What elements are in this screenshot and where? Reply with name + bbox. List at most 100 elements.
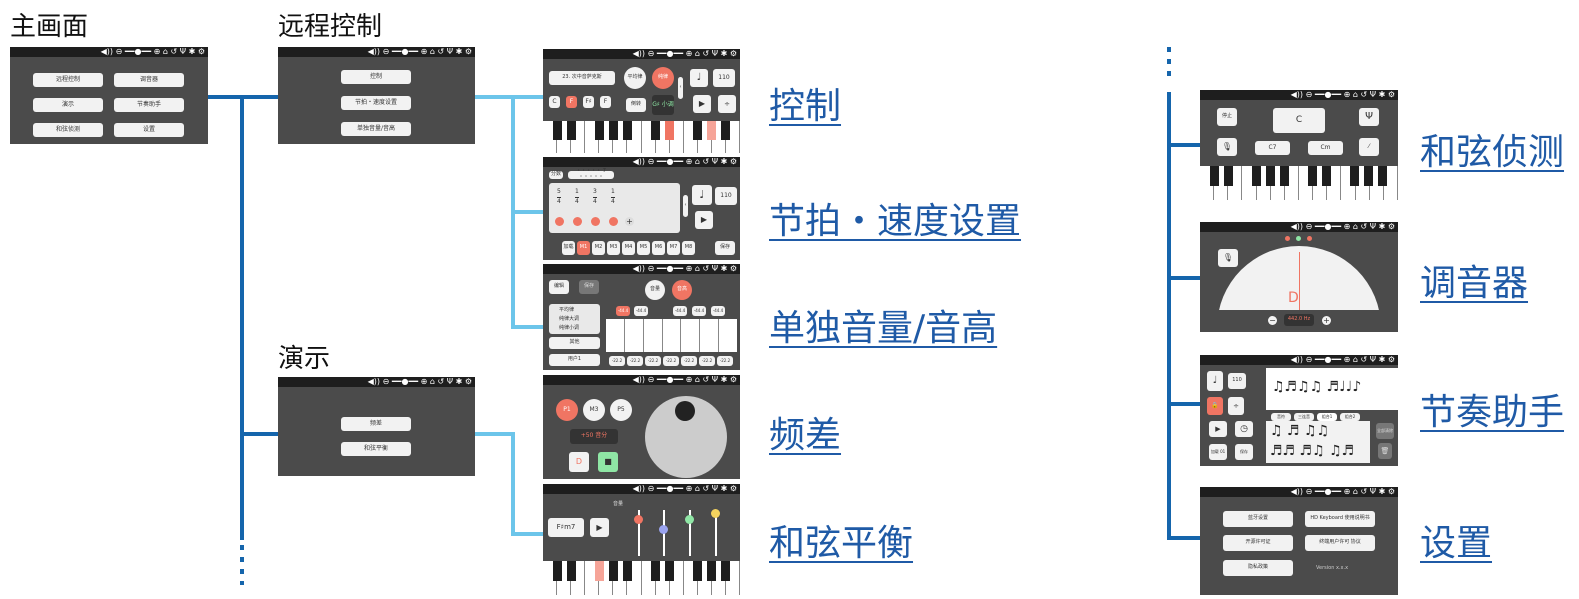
memory-button[interactable]: M8 (682, 241, 695, 255)
chord-candidate[interactable]: C7 (1255, 141, 1290, 155)
play-icon[interactable]: ▶ (590, 518, 609, 537)
stop-icon[interactable]: ■ (598, 452, 618, 472)
plus-icon[interactable]: + (1322, 315, 1331, 325)
cent-badge[interactable]: -22.2 (645, 356, 661, 366)
time-signature-icon[interactable]: ÷ (1228, 397, 1244, 415)
cent-badge[interactable]: -22.2 (681, 356, 697, 366)
chord-candidate[interactable]: Cm (1308, 141, 1343, 155)
fraction-tab[interactable]: 分数 (549, 171, 563, 179)
beat-dot[interactable] (609, 217, 618, 226)
cent-badge[interactable]: -44.4 (692, 306, 706, 316)
cent-badge[interactable]: -44.4 (634, 306, 648, 316)
memory-button[interactable]: M3 (607, 241, 620, 255)
privacy-policy-button[interactable]: 隐私政策 (1223, 560, 1293, 576)
pitch-dial[interactable] (645, 396, 727, 478)
keyboard[interactable] (1200, 166, 1398, 200)
interval-button[interactable]: P5 (610, 399, 632, 421)
settings-button[interactable]: 设置 (114, 123, 184, 137)
key-button[interactable]: F (566, 96, 577, 108)
memory-button[interactable]: M6 (652, 241, 665, 255)
fader-knob[interactable] (659, 525, 668, 534)
volume-mode-button[interactable]: 音量 (645, 280, 665, 300)
license-button[interactable]: 开源许可证 (1223, 535, 1293, 551)
lock-icon[interactable]: 🔒 (1207, 397, 1223, 415)
tab-combo-1[interactable]: 组合1 (1317, 413, 1337, 421)
tab-combo-2[interactable]: 组合2 (1340, 413, 1360, 421)
beat-tempo-link[interactable]: 节拍・速度设置 (769, 201, 1022, 242)
option-item[interactable]: 纯律大调 (559, 316, 580, 322)
cent-badge[interactable]: -44.4 (673, 306, 687, 316)
chord-balance-button[interactable]: 和弦平衡 (341, 442, 411, 456)
control-link[interactable]: 控制 (769, 86, 842, 127)
minus-icon[interactable]: − (1268, 315, 1277, 325)
chord-balance-link[interactable]: 和弦平衡 (769, 523, 914, 564)
beat-frequency-link[interactable]: 频差 (769, 415, 842, 456)
fader-knob[interactable] (685, 515, 694, 524)
collapse-arrow-icon[interactable]: ‹ (678, 77, 683, 99)
volume-pitch-link[interactable]: 单独音量/音高 (769, 308, 998, 349)
cent-badge[interactable]: -22.2 (717, 356, 733, 366)
tempo-display[interactable]: 110 (1228, 373, 1246, 389)
add-icon[interactable]: + (625, 216, 634, 226)
save-button[interactable]: 保存 (715, 241, 735, 255)
settings-link[interactable]: 设置 (1420, 523, 1493, 564)
tuner-link[interactable]: 调音器 (1420, 263, 1529, 304)
beat-tab[interactable]: ・・・・・ 7 ・・・・・ (568, 168, 614, 180)
time-signature-icon[interactable]: ÷ (718, 95, 736, 113)
mini-keyboard[interactable] (606, 319, 737, 352)
option-item[interactable]: 平均律 (559, 307, 575, 313)
memory-button[interactable]: M1 (577, 241, 590, 255)
clear-all-button[interactable]: 全部清除 (1376, 423, 1394, 439)
remote-control-button[interactable]: 远程控制 (33, 73, 103, 87)
bluetooth-settings-button[interactable]: 蓝牙设置 (1223, 511, 1293, 527)
cent-badge[interactable]: -22.2 (699, 356, 715, 366)
beat-tempo-button[interactable]: 节拍・速度设置 (341, 96, 411, 110)
chord-detect-button[interactable]: 和弦侦测 (33, 123, 103, 137)
memory-button[interactable]: M4 (622, 241, 635, 255)
cent-badge[interactable]: -44.4 (616, 306, 630, 316)
save-button[interactable]: 保存 (579, 280, 599, 294)
quarter-note-icon[interactable]: ♩ (690, 69, 708, 87)
pitch-mode-button[interactable]: 音高 (672, 280, 692, 300)
volume-pitch-button[interactable]: 单独音量/音高 (341, 122, 411, 136)
fader-knob[interactable] (711, 509, 720, 518)
control-button[interactable]: 控制 (341, 70, 411, 84)
rhythm-assistant-button[interactable]: 节奏助手 (114, 98, 184, 112)
play-icon[interactable]: ▶ (693, 95, 711, 113)
beat-frequency-button[interactable]: 频差 (341, 417, 411, 431)
demo-button[interactable]: 演示 (33, 98, 103, 112)
tab-notes[interactable]: 音符 (1271, 413, 1291, 421)
chord-select[interactable]: F♯m7 (548, 518, 584, 537)
option-item[interactable]: 纯律小调 (559, 325, 580, 331)
other-select[interactable]: 其他 (549, 337, 600, 349)
temperament-options[interactable]: 平均律 纯律大调 纯律小调 (549, 304, 600, 334)
manual-button[interactable]: HD Keyboard 使用说明书 (1305, 511, 1375, 527)
interval-button[interactable]: P1 (556, 399, 578, 421)
collapse-arrow-icon[interactable]: ‹ (683, 195, 688, 217)
key-button[interactable]: C (549, 96, 560, 108)
memory-button[interactable]: M2 (592, 241, 605, 255)
tempo-display[interactable]: 110 (715, 187, 737, 205)
quarter-note-icon[interactable]: ♩ (1207, 371, 1223, 391)
eula-button[interactable]: 终端用户许可 协议 (1305, 535, 1375, 551)
play-icon[interactable]: ▶ (695, 211, 713, 229)
chord-detect-link[interactable]: 和弦侦测 (1420, 132, 1565, 173)
load-button[interactable]: 加载 01 (1209, 444, 1227, 460)
save-button[interactable]: 保存 (1235, 444, 1253, 460)
rhythm-palette[interactable] (1266, 421, 1370, 463)
beat-dot[interactable] (555, 217, 564, 226)
fader-knob[interactable] (634, 515, 643, 524)
tempo-display[interactable]: 110 (713, 69, 735, 87)
cent-badge[interactable]: -44.4 (711, 306, 725, 316)
key-button[interactable]: F♯ (583, 96, 594, 108)
keyboard[interactable] (543, 561, 740, 595)
stop-button[interactable]: 停止 (1217, 108, 1237, 126)
interval-button[interactable]: M3 (583, 399, 605, 421)
beat-dot[interactable] (591, 217, 600, 226)
memory-button[interactable]: M7 (667, 241, 680, 255)
invert-button[interactable]: 倒转 (626, 98, 646, 112)
memory-button[interactable]: M5 (637, 241, 650, 255)
notation-toggle-icon[interactable]: ⁄ (1359, 138, 1379, 156)
beat-dot[interactable] (573, 217, 582, 226)
cent-badge[interactable]: -22.2 (609, 356, 625, 366)
